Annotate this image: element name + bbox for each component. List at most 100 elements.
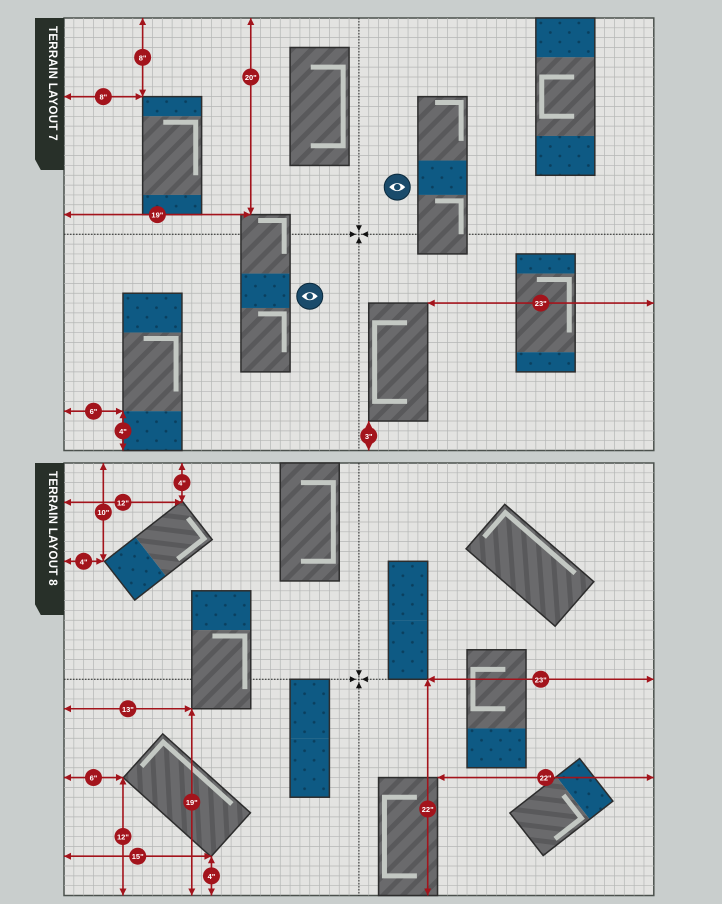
- arrowhead-icon: [437, 774, 445, 782]
- ruin-wall: [258, 311, 287, 353]
- ruin-wall: [310, 64, 346, 149]
- area-terrain: [191, 590, 251, 631]
- arrowhead-icon: [64, 93, 71, 101]
- area-terrain: [290, 738, 330, 798]
- measurement-badge: [173, 474, 191, 492]
- measurement-label: 12": [117, 833, 129, 842]
- area-terrain: [417, 160, 468, 195]
- measurement-label: 22": [422, 805, 434, 814]
- arrowhead-icon: [646, 675, 654, 683]
- arrowhead-icon: [184, 705, 192, 713]
- terrain-piece: [122, 292, 183, 452]
- terrain-piece: [535, 17, 596, 177]
- measurement-badge: [84, 769, 102, 787]
- measurement-badge: [419, 800, 437, 818]
- terrain-piece: [141, 95, 203, 216]
- arrowhead-icon: [174, 498, 182, 506]
- area-terrain: [388, 620, 428, 680]
- piece-outline: [387, 560, 429, 681]
- arrowhead-icon: [646, 299, 654, 307]
- measurement: 23": [427, 670, 654, 688]
- measurement: 6": [64, 769, 123, 787]
- terrain-piece: [191, 590, 252, 710]
- arrowhead-icon: [247, 207, 255, 215]
- arrowhead-icon: [96, 557, 104, 565]
- ruin-footprint: [535, 57, 595, 136]
- terrain-piece: [466, 649, 527, 769]
- arrowhead-icon: [99, 554, 107, 562]
- arrowhead-icon: [427, 299, 435, 307]
- terrain-piece: [103, 499, 214, 602]
- terrain-piece: [515, 253, 576, 373]
- terrain-piece: [289, 678, 331, 798]
- center-crosshair-icon: [349, 670, 368, 689]
- measurement: 22": [419, 679, 437, 896]
- arrowhead-icon: [119, 411, 127, 419]
- measurement-badge: [134, 48, 152, 66]
- measurement-label: 22": [540, 774, 552, 783]
- ruin-footprint: [466, 504, 594, 627]
- arrowhead-icon: [427, 675, 435, 683]
- arrowhead-icon: [188, 708, 196, 716]
- arrowhead-icon: [204, 852, 212, 860]
- measurement: 22": [437, 769, 654, 787]
- ruin-footprint: [122, 332, 182, 412]
- measurement-badge: [183, 793, 201, 811]
- eye-icon-pupil: [306, 292, 313, 300]
- measurement-label: 10": [97, 508, 109, 517]
- ruin-footprint: [509, 776, 590, 856]
- arrowhead-icon: [188, 888, 196, 896]
- arrowhead-icon: [115, 407, 123, 415]
- measurement: 19": [64, 206, 251, 224]
- arrowhead-icon: [99, 463, 107, 470]
- measurement-label: 4": [178, 479, 186, 488]
- arrowhead-icon: [207, 856, 215, 864]
- measurement: 23": [427, 294, 654, 312]
- measurement-label: 6": [90, 407, 98, 416]
- ruin-footprint: [142, 116, 202, 195]
- measurement: 12": [114, 777, 132, 896]
- arrowhead-icon: [178, 463, 186, 470]
- ruin-wall: [139, 738, 234, 806]
- ruin-wall: [143, 335, 179, 392]
- area-terrain: [122, 293, 182, 333]
- measurement-badge: [129, 847, 147, 865]
- arrowhead-icon: [119, 777, 127, 785]
- piece-outline: [289, 678, 331, 798]
- piece-outline: [122, 292, 183, 452]
- arrowhead-icon: [365, 421, 373, 429]
- area-terrain: [516, 253, 576, 274]
- arrowhead-icon: [115, 774, 123, 782]
- ruin-wall: [176, 516, 208, 562]
- area-terrain: [240, 273, 291, 308]
- crosshair-arrow: [361, 676, 368, 683]
- layout-8-tab: TERRAIN LAYOUT 8: [35, 463, 64, 615]
- arrowhead-icon: [64, 557, 71, 565]
- crosshair-arrow: [355, 225, 362, 232]
- ruin-wall: [482, 509, 577, 576]
- crosshair-arrow: [355, 670, 362, 677]
- measurement: 6": [64, 402, 123, 420]
- arrowhead-icon: [64, 211, 71, 219]
- measurement: 8": [134, 18, 152, 97]
- area-terrain: [535, 135, 595, 176]
- terrain-piece: [240, 213, 291, 373]
- arrowhead-icon: [139, 89, 147, 97]
- area-terrain: [467, 728, 527, 768]
- measurement-label: 8": [99, 93, 107, 102]
- measurement: 12": [64, 493, 182, 511]
- measurement-label: 3": [365, 432, 373, 441]
- measurement-label: 20": [245, 73, 257, 82]
- area-terrain: [535, 18, 595, 58]
- measurement-badge: [75, 552, 93, 570]
- ruin-footprint: [135, 500, 213, 576]
- ruin-wall: [300, 480, 336, 564]
- ruin-wall: [258, 217, 287, 254]
- measurement-badge: [242, 68, 260, 86]
- measurement-badge: [532, 294, 550, 312]
- arrowhead-icon: [64, 705, 71, 713]
- measurement-badge: [202, 867, 220, 885]
- terrain-piece: [377, 776, 439, 897]
- piece-outline: [279, 462, 340, 582]
